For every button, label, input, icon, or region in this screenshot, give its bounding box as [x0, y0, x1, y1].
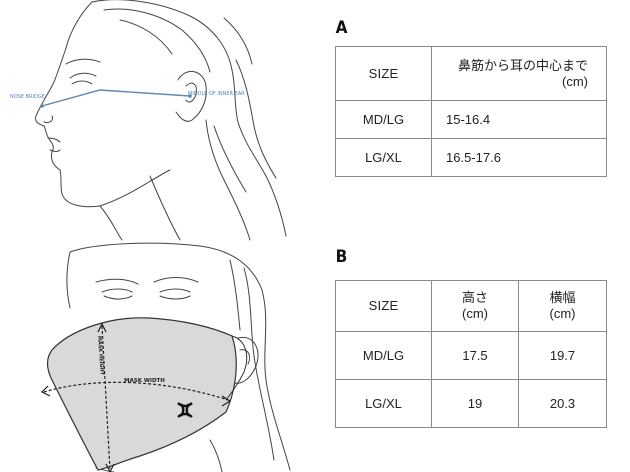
header-line-1: 鼻筋から耳の中心まで — [457, 57, 588, 73]
size-cell: LG/XL — [335, 379, 432, 428]
height-column-header: 高さ (cm) — [431, 280, 519, 332]
height-cell: 19 — [431, 379, 519, 428]
mask-shape: MASK HEIGHT MASK WIDTH — [40, 317, 248, 472]
header-line-2: (cm) — [549, 306, 576, 321]
width-cell: 20.3 — [518, 379, 607, 428]
mask-height-label: MASK HEIGHT — [96, 336, 105, 376]
nose-to-ear-column-header: 鼻筋から耳の中心まで (cm) — [431, 46, 607, 101]
nose-bridge-label: NOSE BRIDGE — [10, 94, 45, 100]
measure-cell: 15-16.4 — [431, 100, 607, 139]
section-letter-a: A — [335, 18, 348, 38]
header-line-1: 横幅 — [549, 290, 576, 305]
head-with-mask-illustration — [66, 242, 291, 472]
size-cell: MD/LG — [335, 100, 432, 139]
header-line-1: 高さ — [461, 290, 488, 305]
size-column-header: SIZE — [335, 280, 432, 332]
under-armour-logo-icon — [177, 402, 193, 418]
section-letter-b: B — [335, 247, 348, 267]
size-table-a: SIZE 鼻筋から耳の中心まで (cm) MD/LG 15-16.4 LG/XL… — [335, 46, 607, 177]
size-cell: LG/XL — [335, 138, 432, 177]
table-row: MD/LG 17.5 19.7 — [335, 331, 607, 380]
nose-to-ear-measure: NOSE BRIDGE MIDDLE OF INNER EAR — [10, 89, 245, 108]
table-row: LG/XL 16.5-17.6 — [335, 138, 607, 177]
width-column-header: 横幅 (cm) — [518, 280, 607, 332]
mask-illustrations: NOSE BRIDGE MIDDLE OF INNER EAR MASK HEI… — [10, 0, 291, 472]
inner-ear-label: MIDDLE OF INNER EAR — [188, 91, 245, 97]
width-cell: 19.7 — [518, 331, 607, 380]
mask-width-label: MASK WIDTH — [124, 378, 165, 384]
table-header-row: SIZE 高さ (cm) 横幅 (cm) — [335, 280, 607, 332]
height-cell: 17.5 — [431, 331, 519, 380]
table-row: LG/XL 19 20.3 — [335, 379, 607, 428]
head-profile-illustration — [35, 0, 287, 241]
size-column-header: SIZE — [335, 46, 432, 101]
measure-cell: 16.5-17.6 — [431, 138, 607, 177]
size-cell: MD/LG — [335, 331, 432, 380]
table-row: MD/LG 15-16.4 — [335, 100, 607, 139]
header-line-2: (cm) — [562, 73, 588, 89]
size-table-b: SIZE 高さ (cm) 横幅 (cm) MD/LG 17.5 19.7 LG/… — [335, 280, 607, 428]
header-line-2: (cm) — [462, 306, 488, 321]
table-header-row: SIZE 鼻筋から耳の中心まで (cm) — [335, 46, 607, 101]
